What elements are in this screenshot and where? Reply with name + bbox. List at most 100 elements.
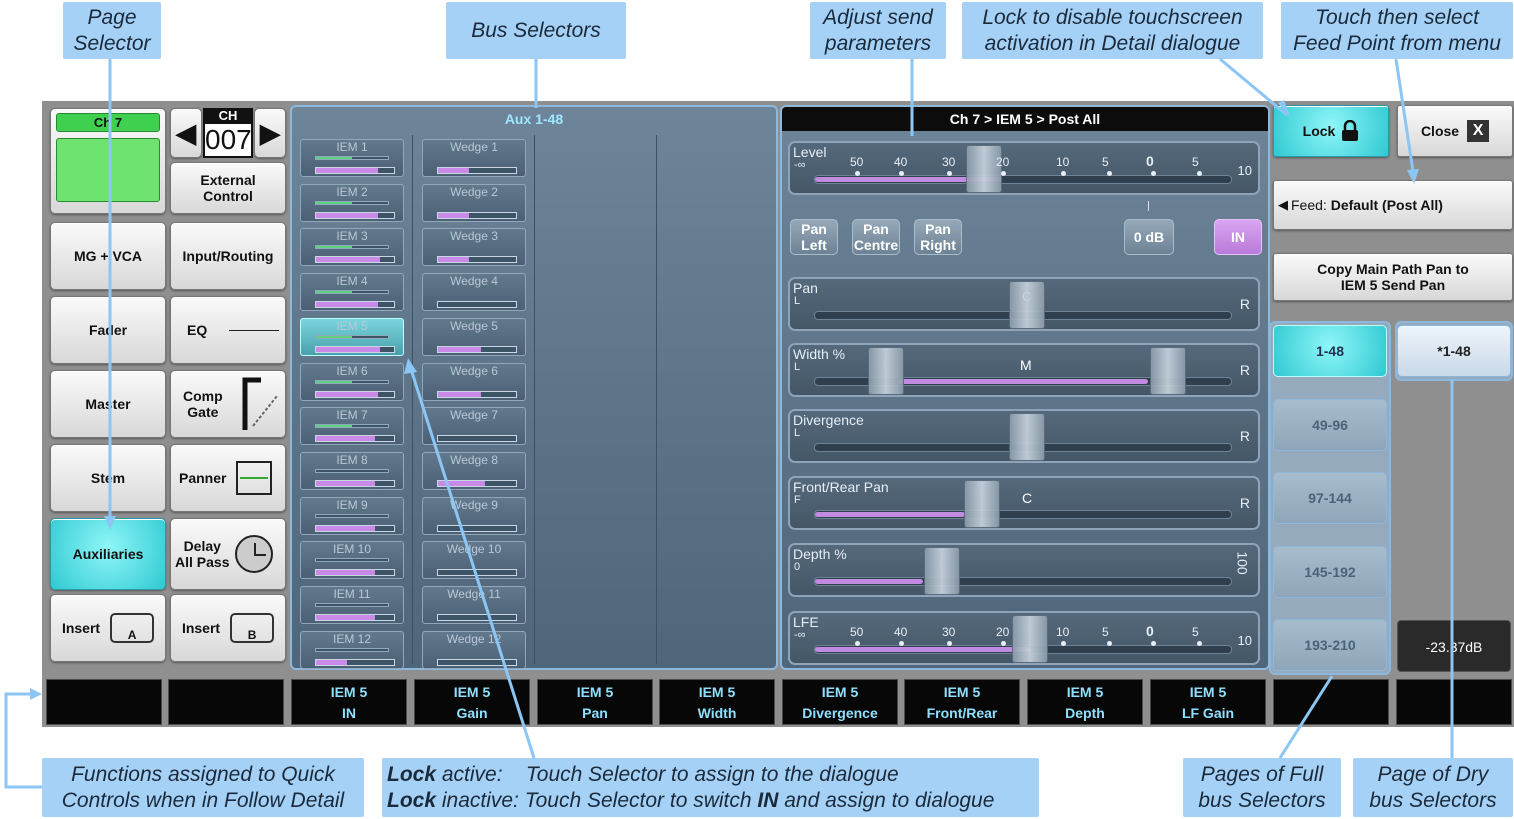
- wedge-bus-selector[interactable]: Wedge 5: [422, 317, 526, 356]
- divergence-fader-cap[interactable]: [1009, 413, 1045, 461]
- channel-prev-button[interactable]: ◀: [170, 108, 202, 158]
- quick-control-slot[interactable]: [1273, 679, 1389, 725]
- level-fader-cap[interactable]: [966, 145, 1002, 193]
- wedge-bus-selector[interactable]: Wedge 2: [422, 183, 526, 222]
- insert-a-button[interactable]: Insert A: [50, 594, 166, 662]
- width-left-cap[interactable]: [868, 347, 904, 395]
- pan-centre-button[interactable]: Pan Centre: [852, 219, 900, 255]
- channel-button[interactable]: Ch 7: [50, 108, 166, 214]
- copy-pan-button[interactable]: Copy Main Path Pan to IEM 5 Send Pan: [1273, 253, 1513, 301]
- iem-bus-selector[interactable]: IEM 4: [300, 273, 404, 312]
- full-bus-page-button[interactable]: 97-144: [1273, 472, 1387, 524]
- feed-point-button[interactable]: ◀ Feed: Default (Post All): [1273, 180, 1513, 230]
- zero-db-button[interactable]: 0 dB: [1124, 219, 1174, 255]
- depth-fader-cap[interactable]: [924, 547, 960, 595]
- scale-dot: [1061, 171, 1066, 176]
- iem-bus-selector[interactable]: IEM 11: [300, 586, 404, 624]
- input-routing-button[interactable]: Input/Routing: [170, 222, 286, 290]
- width-right-cap[interactable]: [1150, 347, 1186, 395]
- external-control-button[interactable]: External Control: [170, 162, 286, 214]
- pan-fader-cap[interactable]: [1009, 281, 1045, 329]
- eq-button[interactable]: EQ: [170, 296, 286, 364]
- iem-bus-selector[interactable]: IEM 3: [300, 228, 404, 267]
- full-bus-page-button[interactable]: 193-210: [1273, 619, 1387, 671]
- full-bus-page-button[interactable]: 145-192: [1273, 545, 1387, 598]
- mg-vca-button[interactable]: MG + VCA: [50, 222, 166, 290]
- comp-gate-button[interactable]: Comp Gate: [170, 370, 286, 438]
- bus-level-bar: [315, 524, 395, 532]
- wedge-bus-selector[interactable]: Wedge 1: [422, 139, 526, 177]
- front-rear-label: Front/Rear Pan: [793, 479, 889, 495]
- depth-row[interactable]: Depth % 0 100: [788, 543, 1260, 597]
- pan-right-button[interactable]: Pan Right: [914, 219, 962, 255]
- quick-control-slot[interactable]: [46, 679, 162, 725]
- bus-column-divider: [412, 135, 413, 664]
- wedge-bus-selector[interactable]: Wedge 4: [422, 273, 526, 312]
- lfe-fader-cap[interactable]: [1012, 615, 1048, 663]
- bus-name: Wedge 7: [450, 408, 498, 423]
- insert-b-button[interactable]: Insert B: [170, 594, 286, 662]
- bus-level-bar: [437, 390, 517, 398]
- width-row[interactable]: Width % L R M: [788, 343, 1260, 397]
- in-button[interactable]: IN: [1214, 219, 1262, 255]
- iem-bus-selector[interactable]: IEM 2: [300, 183, 404, 222]
- full-bus-page-button[interactable]: 49-96: [1273, 398, 1387, 451]
- bus-pan-bar: [315, 647, 389, 652]
- panner-button[interactable]: Panner: [170, 444, 286, 512]
- clock-icon: [235, 535, 274, 573]
- scale-dot: [1107, 641, 1112, 646]
- bus-panel-title: Aux 1-48: [504, 111, 564, 127]
- auxiliaries-button[interactable]: Auxiliaries: [50, 518, 166, 590]
- pan-left-button[interactable]: Pan Left: [790, 219, 838, 255]
- stem-button[interactable]: Stem: [50, 444, 166, 512]
- fader-button[interactable]: Fader: [50, 296, 166, 364]
- wedge-bus-selector[interactable]: Wedge 10: [422, 541, 526, 580]
- pan-row[interactable]: Pan L R C: [788, 277, 1260, 331]
- full-bus-page-button[interactable]: 1-48: [1273, 325, 1387, 377]
- front-rear-row[interactable]: Front/Rear Pan F R C: [788, 476, 1260, 530]
- quick-control-slot[interactable]: [168, 679, 284, 725]
- scale-dot: [1107, 171, 1112, 176]
- iem-bus-selector[interactable]: IEM 12: [300, 630, 404, 669]
- iem-bus-selector[interactable]: IEM 7: [300, 407, 404, 446]
- channel-next-button[interactable]: ▶: [254, 108, 286, 158]
- wedge-bus-selector[interactable]: Wedge 6: [422, 362, 526, 401]
- dry-page-button[interactable]: *1-48: [1397, 325, 1511, 377]
- iem-bus-selector[interactable]: IEM 10: [300, 541, 404, 580]
- iem-bus-selector[interactable]: IEM 9: [300, 496, 404, 535]
- level-minus-inf: -∞: [794, 159, 806, 171]
- master-button[interactable]: Master: [50, 370, 166, 438]
- delay-button[interactable]: Delay All Pass: [170, 518, 286, 590]
- wedge-bus-selector[interactable]: Wedge 12: [422, 630, 526, 669]
- wedge-bus-selector[interactable]: Wedge 11: [422, 586, 526, 624]
- callout-feed-point: Touch then select Feed Point from menu: [1281, 2, 1513, 59]
- insert-b-label: Insert: [181, 620, 221, 636]
- iem-bus-selector[interactable]: IEM 1: [300, 139, 404, 177]
- divergence-row[interactable]: Divergence L R: [788, 409, 1260, 463]
- bus-pan-bar: [315, 603, 389, 607]
- wedge-bus-selector[interactable]: Wedge 8: [422, 451, 526, 490]
- lock-button[interactable]: Lock: [1273, 105, 1389, 157]
- wedge-bus-selector[interactable]: Wedge 9: [422, 496, 526, 535]
- scale-dot: [947, 171, 952, 176]
- wedge-bus-selector[interactable]: Wedge 3: [422, 228, 526, 267]
- wedge-bus-selector[interactable]: Wedge 7: [422, 407, 526, 446]
- iem-bus-selector[interactable]: IEM 5: [300, 317, 404, 356]
- iem-bus-selector[interactable]: IEM 8: [300, 451, 404, 490]
- close-button[interactable]: Close X: [1397, 105, 1513, 157]
- quick-control-slot[interactable]: [1396, 679, 1512, 725]
- front-rear-fader-cap[interactable]: [964, 480, 1000, 528]
- iem-bus-selector[interactable]: IEM 6: [300, 362, 404, 401]
- front-rear-centre-mark: C: [1022, 490, 1033, 506]
